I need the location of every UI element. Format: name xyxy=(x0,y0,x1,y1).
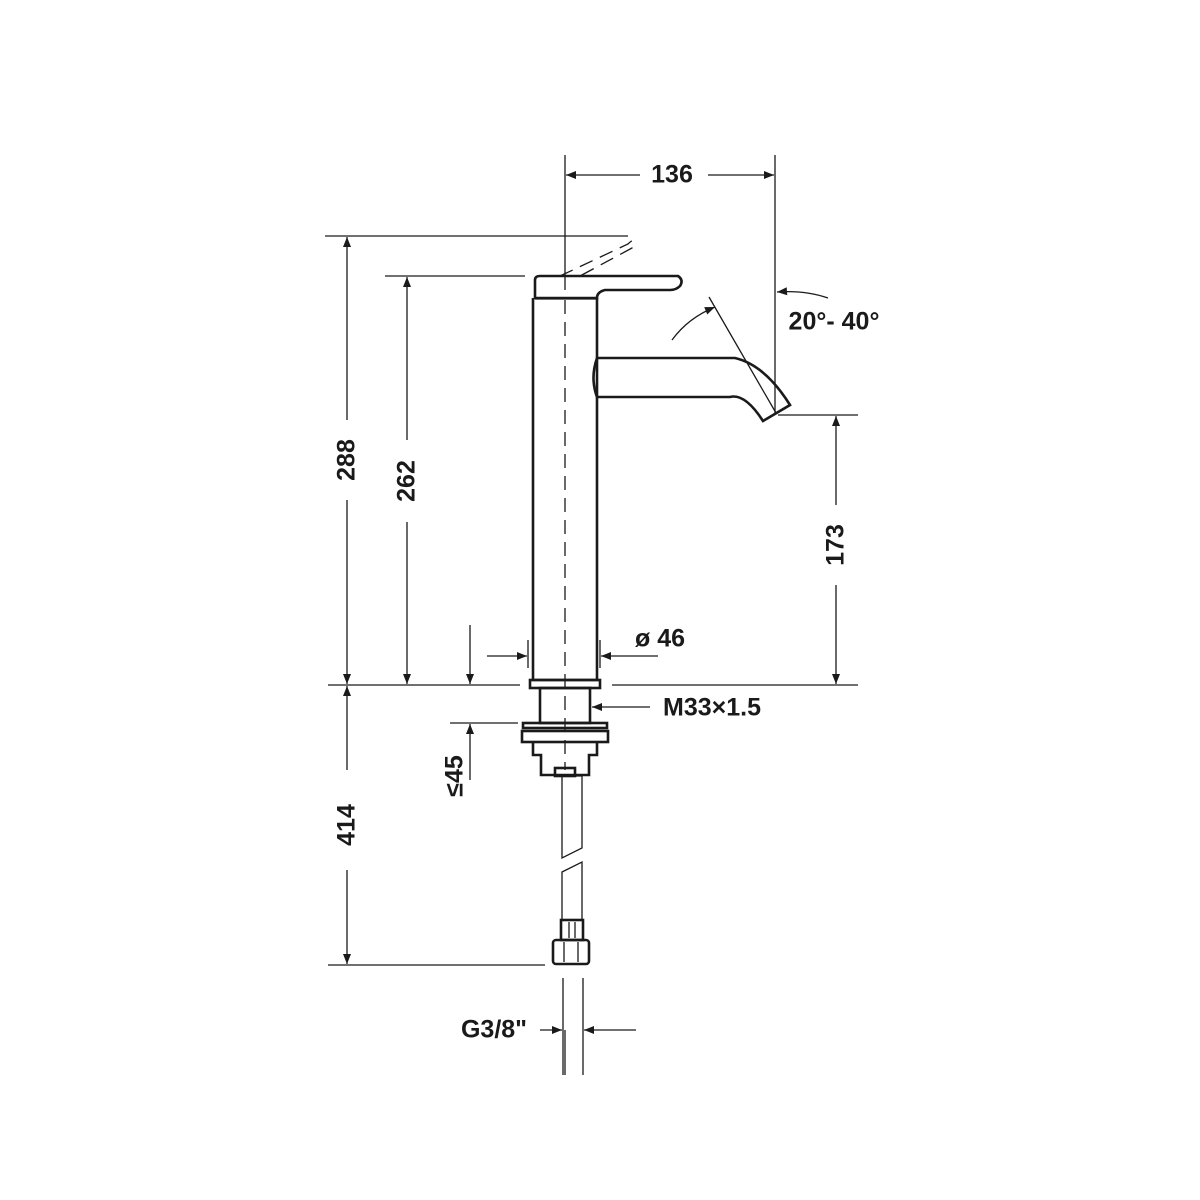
dim-spout-reach: 136 xyxy=(651,160,693,189)
dim-thread: M33×1.5 xyxy=(663,693,761,722)
dim-total-height: 288 xyxy=(332,439,361,481)
supply-hose xyxy=(551,775,591,966)
dim-lever-height: 262 xyxy=(392,460,421,502)
dim-hose-length: 414 xyxy=(332,804,361,846)
dim-outlet-height: 173 xyxy=(821,524,850,566)
dim-body-diameter: ø 46 xyxy=(634,624,686,653)
dimension-lines xyxy=(325,155,858,1075)
dim-spout-angle: 20°- 40° xyxy=(788,307,880,336)
faucet-body xyxy=(531,240,792,682)
mounting-set xyxy=(520,678,610,778)
dim-connection: G3/8" xyxy=(460,1015,528,1044)
dim-deck-thickness: ≤45 xyxy=(440,755,469,797)
